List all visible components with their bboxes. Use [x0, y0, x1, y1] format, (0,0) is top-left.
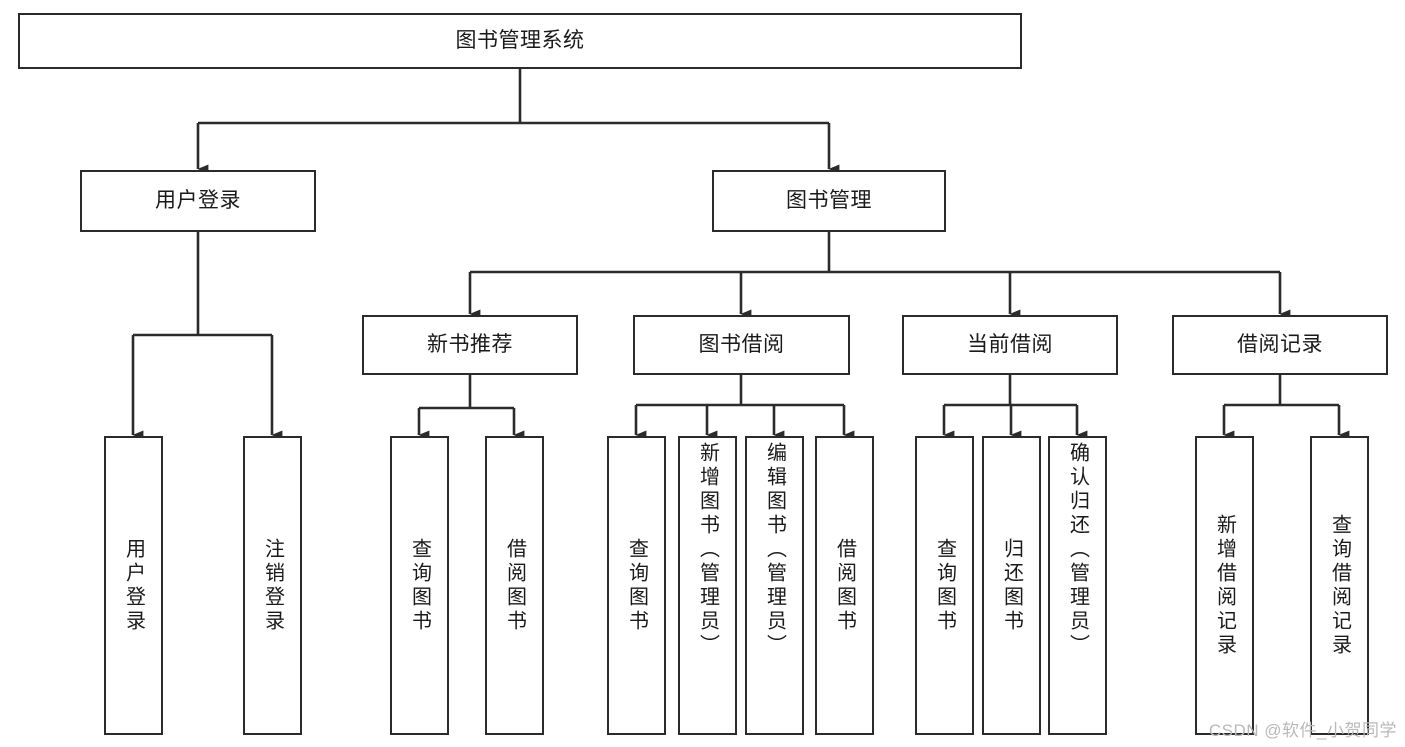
level2-node-user-login[interactable]: 用户登录 — [80, 170, 316, 232]
leaf-node-leaf-edit-book-admin[interactable]: 编辑图书（管理员） — [745, 436, 804, 735]
leaf-node-leaf-confirm-return-admin[interactable]: 确认归还（管理员） — [1048, 436, 1107, 735]
leaf-node-leaf-borrow-book-2[interactable]: 借阅图书 — [815, 436, 874, 735]
node-label: 查询图书 — [625, 537, 648, 634]
node-label: 确认归还（管理员） — [1066, 442, 1089, 658]
node-label: 注销登录 — [261, 537, 284, 634]
node-label: 图书管理 — [786, 189, 872, 213]
leaf-node-leaf-add-book-admin[interactable]: 新增图书（管理员） — [678, 436, 737, 735]
node-label: 新增图书（管理员） — [696, 442, 719, 658]
leaf-node-leaf-return-book[interactable]: 归还图书 — [982, 436, 1041, 735]
node-label: 新书推荐 — [427, 333, 513, 357]
node-label: 借阅记录 — [1237, 333, 1323, 357]
level2-node-book-management[interactable]: 图书管理 — [712, 170, 946, 232]
node-label: 当前借阅 — [967, 333, 1053, 357]
node-label: 借阅图书 — [503, 537, 526, 634]
node-label: 图书管理系统 — [455, 29, 585, 53]
leaf-node-leaf-borrow-book-1[interactable]: 借阅图书 — [485, 436, 544, 735]
leaf-node-leaf-query-borrow-record[interactable]: 查询借阅记录 — [1310, 436, 1369, 735]
leaf-node-leaf-logout-login[interactable]: 注销登录 — [243, 436, 302, 735]
node-label: 借阅图书 — [833, 537, 856, 634]
leaf-node-leaf-query-book-3[interactable]: 查询图书 — [915, 436, 974, 735]
node-label: 编辑图书（管理员） — [763, 442, 786, 658]
level3-node-new-book-recommend[interactable]: 新书推荐 — [362, 315, 578, 375]
leaf-node-leaf-query-book-1[interactable]: 查询图书 — [390, 436, 449, 735]
leaf-node-leaf-add-borrow-record[interactable]: 新增借阅记录 — [1195, 436, 1254, 735]
level3-node-borrow-record[interactable]: 借阅记录 — [1172, 315, 1388, 375]
root-node-root[interactable]: 图书管理系统 — [18, 13, 1022, 69]
level3-node-book-borrow[interactable]: 图书借阅 — [633, 315, 850, 375]
leaf-node-leaf-user-login[interactable]: 用户登录 — [104, 436, 163, 735]
node-label: 图书借阅 — [698, 333, 785, 357]
node-label: 查询图书 — [408, 537, 431, 634]
node-label: 用户登录 — [122, 537, 145, 634]
node-label: 归还图书 — [1000, 537, 1023, 634]
node-label: 新增借阅记录 — [1213, 513, 1236, 658]
node-label: 查询图书 — [933, 537, 956, 634]
leaf-node-leaf-query-book-2[interactable]: 查询图书 — [607, 436, 666, 735]
node-label: 查询借阅记录 — [1328, 513, 1351, 658]
level3-node-current-borrow[interactable]: 当前借阅 — [902, 315, 1118, 375]
node-label: 用户登录 — [155, 189, 241, 213]
